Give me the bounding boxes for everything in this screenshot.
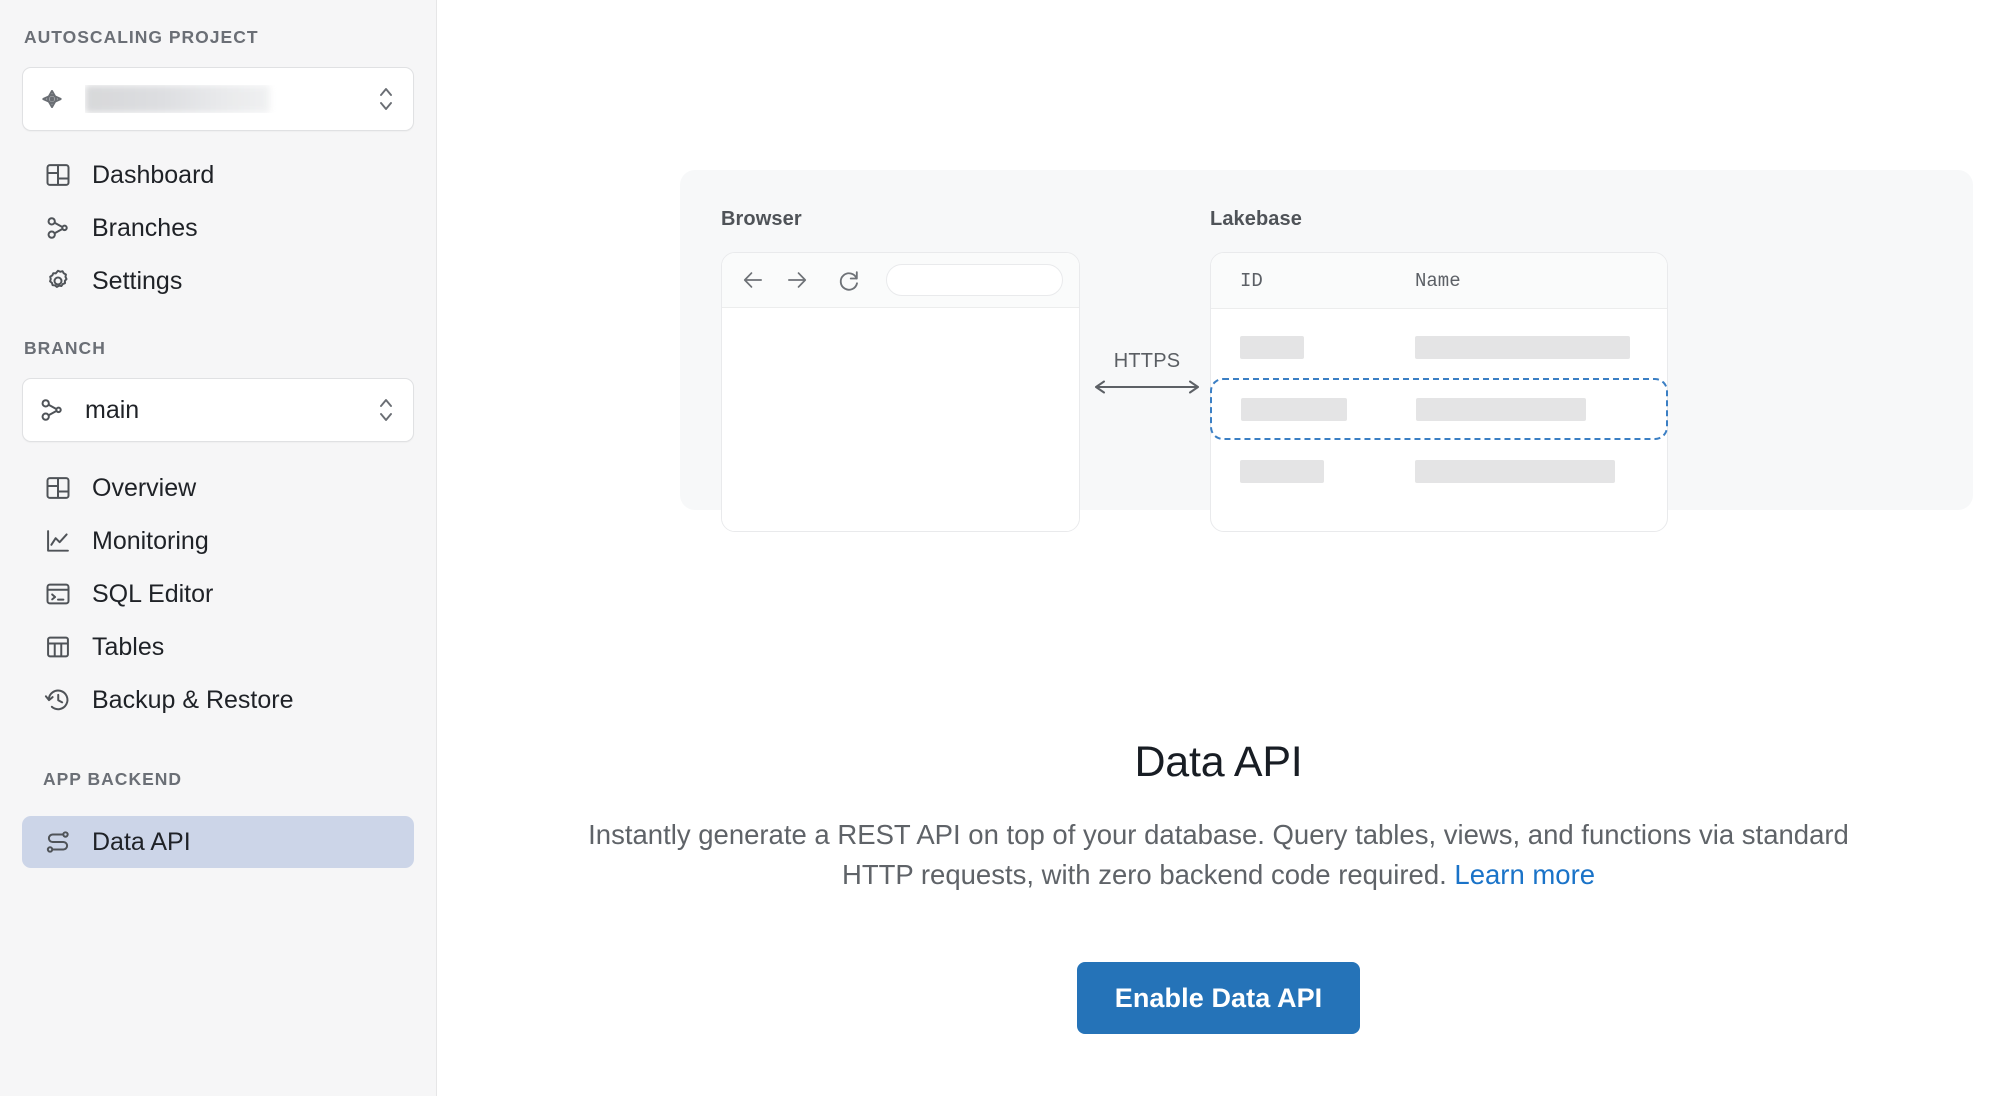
dashboard-grid-icon: [43, 160, 73, 190]
branch-icon: [37, 395, 67, 425]
sidebar-item-label: Tables: [92, 632, 165, 661]
nav-spacer: [22, 727, 414, 769]
sidebar-item-label: Dashboard: [92, 160, 215, 189]
sidebar-item-branches[interactable]: Branches: [22, 202, 414, 254]
page-title: Data API: [1134, 738, 1303, 786]
branch-icon: [43, 213, 73, 243]
column-header-name: Name: [1415, 269, 1461, 292]
table-row-selected[interactable]: [1210, 378, 1668, 440]
learn-more-link[interactable]: Learn more: [1454, 859, 1596, 891]
https-connector: HTTPS: [1088, 350, 1206, 420]
main-content: Browser: [437, 0, 2000, 1096]
column-header-id: ID: [1240, 269, 1263, 292]
sidebar-item-monitoring[interactable]: Monitoring: [22, 515, 414, 567]
backend-section-label: APP BACKEND: [43, 769, 183, 789]
branch-selector[interactable]: main: [22, 378, 414, 442]
https-label: HTTPS: [1113, 350, 1181, 372]
sidebar-item-backup-restore[interactable]: Backup & Restore: [22, 674, 414, 726]
cta-container: Enable Data API: [437, 962, 2000, 1034]
browser-viewport: [722, 308, 1079, 531]
arrow-right-icon: [780, 263, 814, 297]
sidebar-item-overview[interactable]: Overview: [22, 462, 414, 514]
branch-selector-value: main: [85, 395, 140, 424]
table-row[interactable]: [1211, 316, 1667, 378]
project-selector-value: [85, 85, 375, 113]
sidebar-item-label: Backup & Restore: [92, 685, 294, 714]
browser-url-bar[interactable]: [886, 264, 1063, 296]
browser-toolbar: [722, 253, 1079, 308]
sidebar-item-settings[interactable]: Settings: [22, 255, 414, 307]
sidebar-item-label: Data API: [92, 827, 191, 856]
lakebase-table-mock: ID Name: [1210, 252, 1668, 532]
browser-panel-label: Browser: [721, 208, 802, 230]
backend-nav: Data API: [22, 816, 414, 868]
double-headed-arrow-icon: [1088, 376, 1206, 403]
table-icon: [43, 632, 73, 662]
cell-name: [1416, 397, 1586, 421]
project-name-redacted: [85, 85, 270, 113]
cell-id: [1241, 397, 1416, 421]
cell-name: [1415, 459, 1615, 483]
cell-id: [1240, 335, 1415, 359]
project-section-label: AUTOSCALING PROJECT: [24, 27, 259, 47]
sidebar-item-label: Monitoring: [92, 526, 209, 555]
data-api-illustration: Browser: [680, 170, 1973, 532]
sidebar-item-label: Settings: [92, 266, 183, 295]
sidebar-item-dashboard[interactable]: Dashboard: [22, 149, 414, 201]
gear-icon: [43, 266, 73, 296]
description-text: Instantly generate a REST API on top of …: [588, 819, 1849, 891]
data-api-route-icon: [43, 827, 73, 857]
sidebar: AUTOSCALING PROJECT: [0, 0, 437, 1096]
reload-icon: [832, 263, 866, 297]
sidebar-item-label: SQL Editor: [92, 579, 214, 608]
branch-nav: Overview Monitoring: [22, 462, 414, 726]
sidebar-item-label: Branches: [92, 213, 198, 242]
clock-rewind-icon: [43, 685, 73, 715]
project-nav: Dashboard Branches: [22, 149, 414, 307]
cell-name: [1415, 335, 1630, 359]
nav-spacer-2: [22, 790, 414, 816]
project-selector[interactable]: [22, 67, 414, 131]
enable-data-api-button[interactable]: Enable Data API: [1076, 962, 1361, 1034]
branch-section-label: BRANCH: [24, 338, 106, 358]
lakebase-panel-label: Lakebase: [1210, 208, 1302, 230]
sidebar-item-label: Overview: [92, 473, 197, 502]
table-body: [1210, 309, 1668, 502]
arrow-left-icon: [736, 263, 770, 297]
page-description: Instantly generate a REST API on top of …: [564, 815, 1874, 896]
table-row[interactable]: [1211, 440, 1667, 502]
chevron-up-down-icon[interactable]: [375, 82, 397, 116]
table-header-row: ID Name: [1211, 253, 1667, 309]
project-diamond-icon: [37, 84, 67, 114]
sidebar-item-tables[interactable]: Tables: [22, 621, 414, 673]
chevron-up-down-icon[interactable]: [375, 393, 397, 427]
sidebar-item-sql-editor[interactable]: SQL Editor: [22, 568, 414, 620]
sidebar-item-data-api[interactable]: Data API: [22, 816, 414, 868]
browser-mock: [721, 252, 1080, 532]
cell-id: [1240, 459, 1415, 483]
line-chart-icon: [43, 526, 73, 556]
terminal-icon: [43, 579, 73, 609]
overview-grid-icon: [43, 473, 73, 503]
